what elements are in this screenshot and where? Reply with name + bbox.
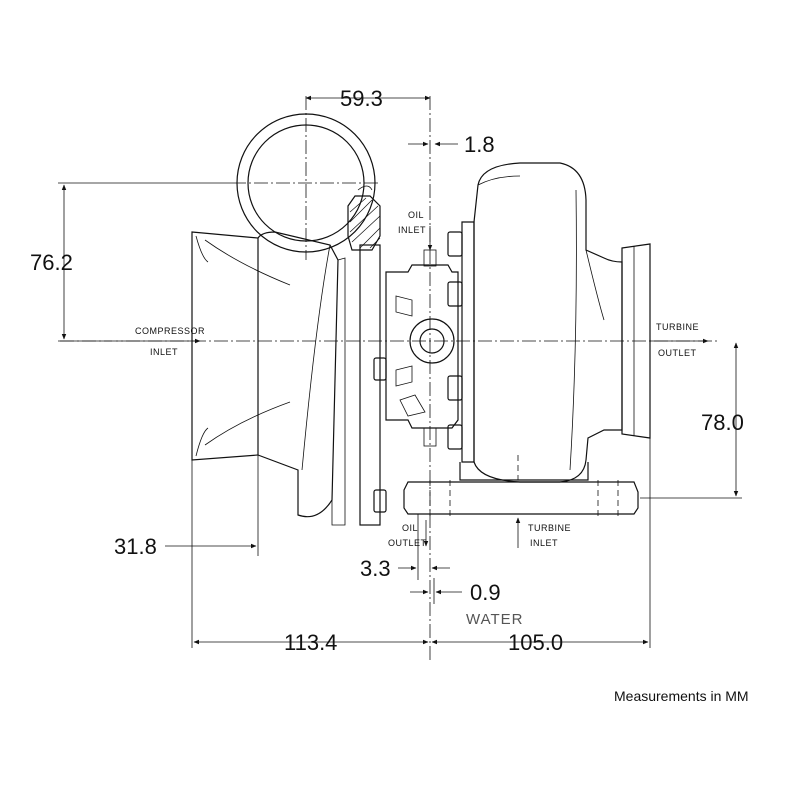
oil-outlet-callout: OIL OUTLET: [388, 520, 429, 548]
turbine-bolt-2: [447, 281, 463, 307]
housing-rib-2: [395, 365, 413, 387]
dim-76-2: 76.2: [30, 182, 232, 342]
turbine-bolt-3: [447, 375, 463, 401]
oil-inlet-label-2: INLET: [398, 225, 426, 235]
dim-105-0-label: 105.0: [508, 630, 563, 655]
clamp-hatching: [349, 197, 381, 249]
dim-76-2-label: 76.2: [30, 250, 73, 275]
turbine-outlet-label-1: TURBINE: [656, 322, 699, 332]
bolt-head-low: [373, 489, 387, 513]
housing-rib-3: [399, 394, 426, 417]
dim-113-4: 113.4: [193, 630, 429, 655]
dim-59-3-label: 59.3: [340, 86, 383, 111]
compressor-outlet-bore: [247, 124, 365, 242]
oil-inlet-callout: OIL INLET: [398, 210, 433, 251]
compressor-housing: [191, 113, 387, 526]
oil-outlet-port: [423, 427, 437, 447]
bearing-bore-inner: [419, 328, 445, 354]
bearing-bore-outer: [409, 318, 455, 364]
dim-1-8-label: 1.8: [464, 132, 495, 157]
dim-78-0: 78.0: [640, 342, 744, 499]
turbine-foot: [459, 462, 589, 481]
turbine-scroll: [473, 162, 623, 483]
turbine-housing: [403, 162, 651, 518]
dim-31-8-label: 31.8: [114, 534, 157, 559]
dim-31-8: 31.8: [114, 455, 259, 648]
turbine-inlet-callout: TURBINE INLET: [515, 517, 571, 548]
bearing-housing: [385, 264, 459, 429]
oil-outlet-label-1: OIL: [402, 523, 418, 533]
turbine-inlet-flange: [403, 481, 639, 515]
dim-78-0-label: 78.0: [701, 410, 744, 435]
turbine-inlet-label-1: TURBINE: [528, 523, 571, 533]
backplate: [331, 257, 346, 526]
scroll-detail-neck: [585, 249, 605, 321]
dim-0-9-label: 0.9: [470, 580, 501, 605]
clamp-hook: [357, 185, 373, 191]
compressor-inlet-label-1: COMPRESSOR: [135, 326, 205, 336]
water-label: WATER: [466, 611, 524, 628]
inlet-curve-bottom: [204, 401, 291, 446]
dim-3-3: 3.3: [360, 514, 450, 581]
compressor-volute: [257, 231, 339, 518]
oil-outlet-label-2: OUTLET: [388, 538, 427, 548]
dim-3-3-label: 3.3: [360, 556, 391, 581]
units-note: Measurements in MM: [614, 688, 749, 704]
dim-113-4-label: 113.4: [284, 630, 337, 655]
dim-105-0: 105.0: [431, 438, 651, 655]
dim-59-3: 59.3: [305, 86, 431, 111]
compressor-flange-plate: [359, 244, 381, 526]
oil-inlet-label-1: OIL: [408, 210, 424, 220]
vband-clamp: [347, 195, 381, 251]
compressor-inlet-callout: COMPRESSOR INLET: [116, 326, 205, 357]
inlet-curve-top: [204, 239, 291, 286]
turbine-flange-ring: [461, 221, 475, 463]
housing-rib-1: [395, 295, 413, 317]
volute-diffuser-line: [301, 244, 331, 471]
turbine-bolt-1: [447, 231, 463, 257]
compressor-outlet-ring: [236, 113, 376, 253]
turbine-inlet-label-2: INLET: [530, 538, 558, 548]
inlet-lip: [195, 235, 209, 457]
dim-0-9: 0.9: [410, 578, 501, 605]
compressor-inlet-label-2: INLET: [150, 347, 178, 357]
turbine-outlet-callout: TURBINE OUTLET: [650, 322, 709, 358]
scroll-detail-rear: [569, 189, 577, 471]
scroll-detail-top: [477, 175, 521, 186]
turbine-outlet-label-2: OUTLET: [658, 348, 697, 358]
dim-1-8: 1.8: [408, 132, 495, 157]
